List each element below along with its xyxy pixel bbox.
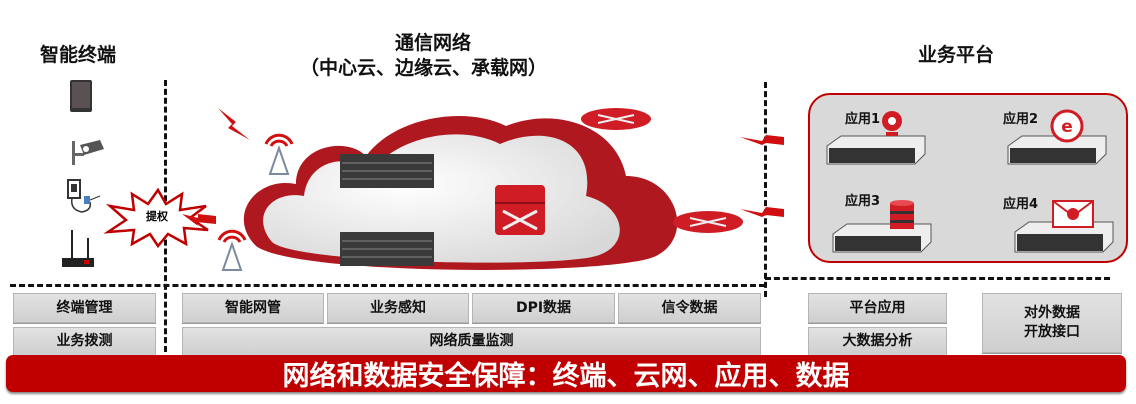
core-switch-icon bbox=[495, 185, 545, 235]
webcam-icon bbox=[882, 111, 902, 136]
lightning-bolt-icon bbox=[740, 207, 784, 217]
router-icon bbox=[673, 211, 743, 233]
box-platform-application: 平台应用 bbox=[808, 293, 947, 323]
box-dpi-data: DPI数据 bbox=[472, 293, 615, 323]
app-label: 应用1 bbox=[845, 112, 881, 127]
box-service-probe: 业务拨测 bbox=[13, 327, 156, 356]
app-label: 应用3 bbox=[845, 194, 881, 209]
box-open-data-interface: 对外数据 开放接口 bbox=[982, 293, 1122, 353]
box-service-awareness: 业务感知 bbox=[327, 293, 469, 323]
box-signaling-data: 信令数据 bbox=[618, 293, 761, 323]
tablet-icon bbox=[70, 80, 92, 112]
box-smart-network-management: 智能网管 bbox=[182, 293, 324, 323]
header-network: 通信网络 bbox=[395, 32, 472, 54]
router-icon bbox=[581, 108, 651, 130]
server-icon bbox=[832, 223, 932, 253]
privilege-escalation-burst-icon bbox=[103, 187, 209, 249]
email-icon bbox=[1052, 200, 1094, 228]
header-network-sub: （中心云、边缘云、承载网） bbox=[300, 57, 548, 79]
attack-label: 提权 bbox=[146, 210, 168, 223]
app-label: 应用2 bbox=[1003, 112, 1039, 127]
box-terminal-management: 终端管理 bbox=[13, 293, 156, 323]
browser-icon: e bbox=[1050, 109, 1084, 143]
header-platform: 业务平台 bbox=[918, 44, 995, 66]
lightning-bolt-icon bbox=[218, 108, 250, 140]
open-data-line1: 对外数据 bbox=[1024, 305, 1080, 321]
camera-icon bbox=[72, 140, 104, 165]
server-icon bbox=[1007, 135, 1107, 165]
divider-horizontal-right bbox=[765, 277, 1110, 280]
server-icon bbox=[1014, 221, 1114, 253]
server-icon bbox=[340, 232, 434, 266]
header-terminal: 智能终端 bbox=[40, 44, 117, 66]
smart-plug-icon bbox=[67, 179, 101, 213]
box-big-data-analysis: 大数据分析 bbox=[808, 327, 947, 356]
box-network-quality-monitoring: 网络质量监测 bbox=[182, 327, 761, 356]
open-data-line2: 开放接口 bbox=[1024, 324, 1080, 340]
lightning-bolt-icon bbox=[740, 135, 784, 145]
server-icon bbox=[340, 154, 434, 188]
cell-tower-icon bbox=[264, 133, 294, 175]
lightning-bolt-icon bbox=[182, 214, 216, 226]
database-icon bbox=[890, 200, 914, 229]
app-label: 应用4 bbox=[1003, 197, 1039, 212]
divider-horizontal-left bbox=[10, 284, 765, 287]
wireless-router-icon bbox=[62, 230, 94, 267]
server-icon bbox=[826, 135, 926, 165]
svg-text:e: e bbox=[1061, 117, 1073, 137]
cell-tower-icon bbox=[217, 229, 247, 271]
security-banner: 网络和数据安全保障：终端、云网、应用、数据 bbox=[6, 355, 1126, 392]
divider-network-platform bbox=[764, 82, 767, 297]
